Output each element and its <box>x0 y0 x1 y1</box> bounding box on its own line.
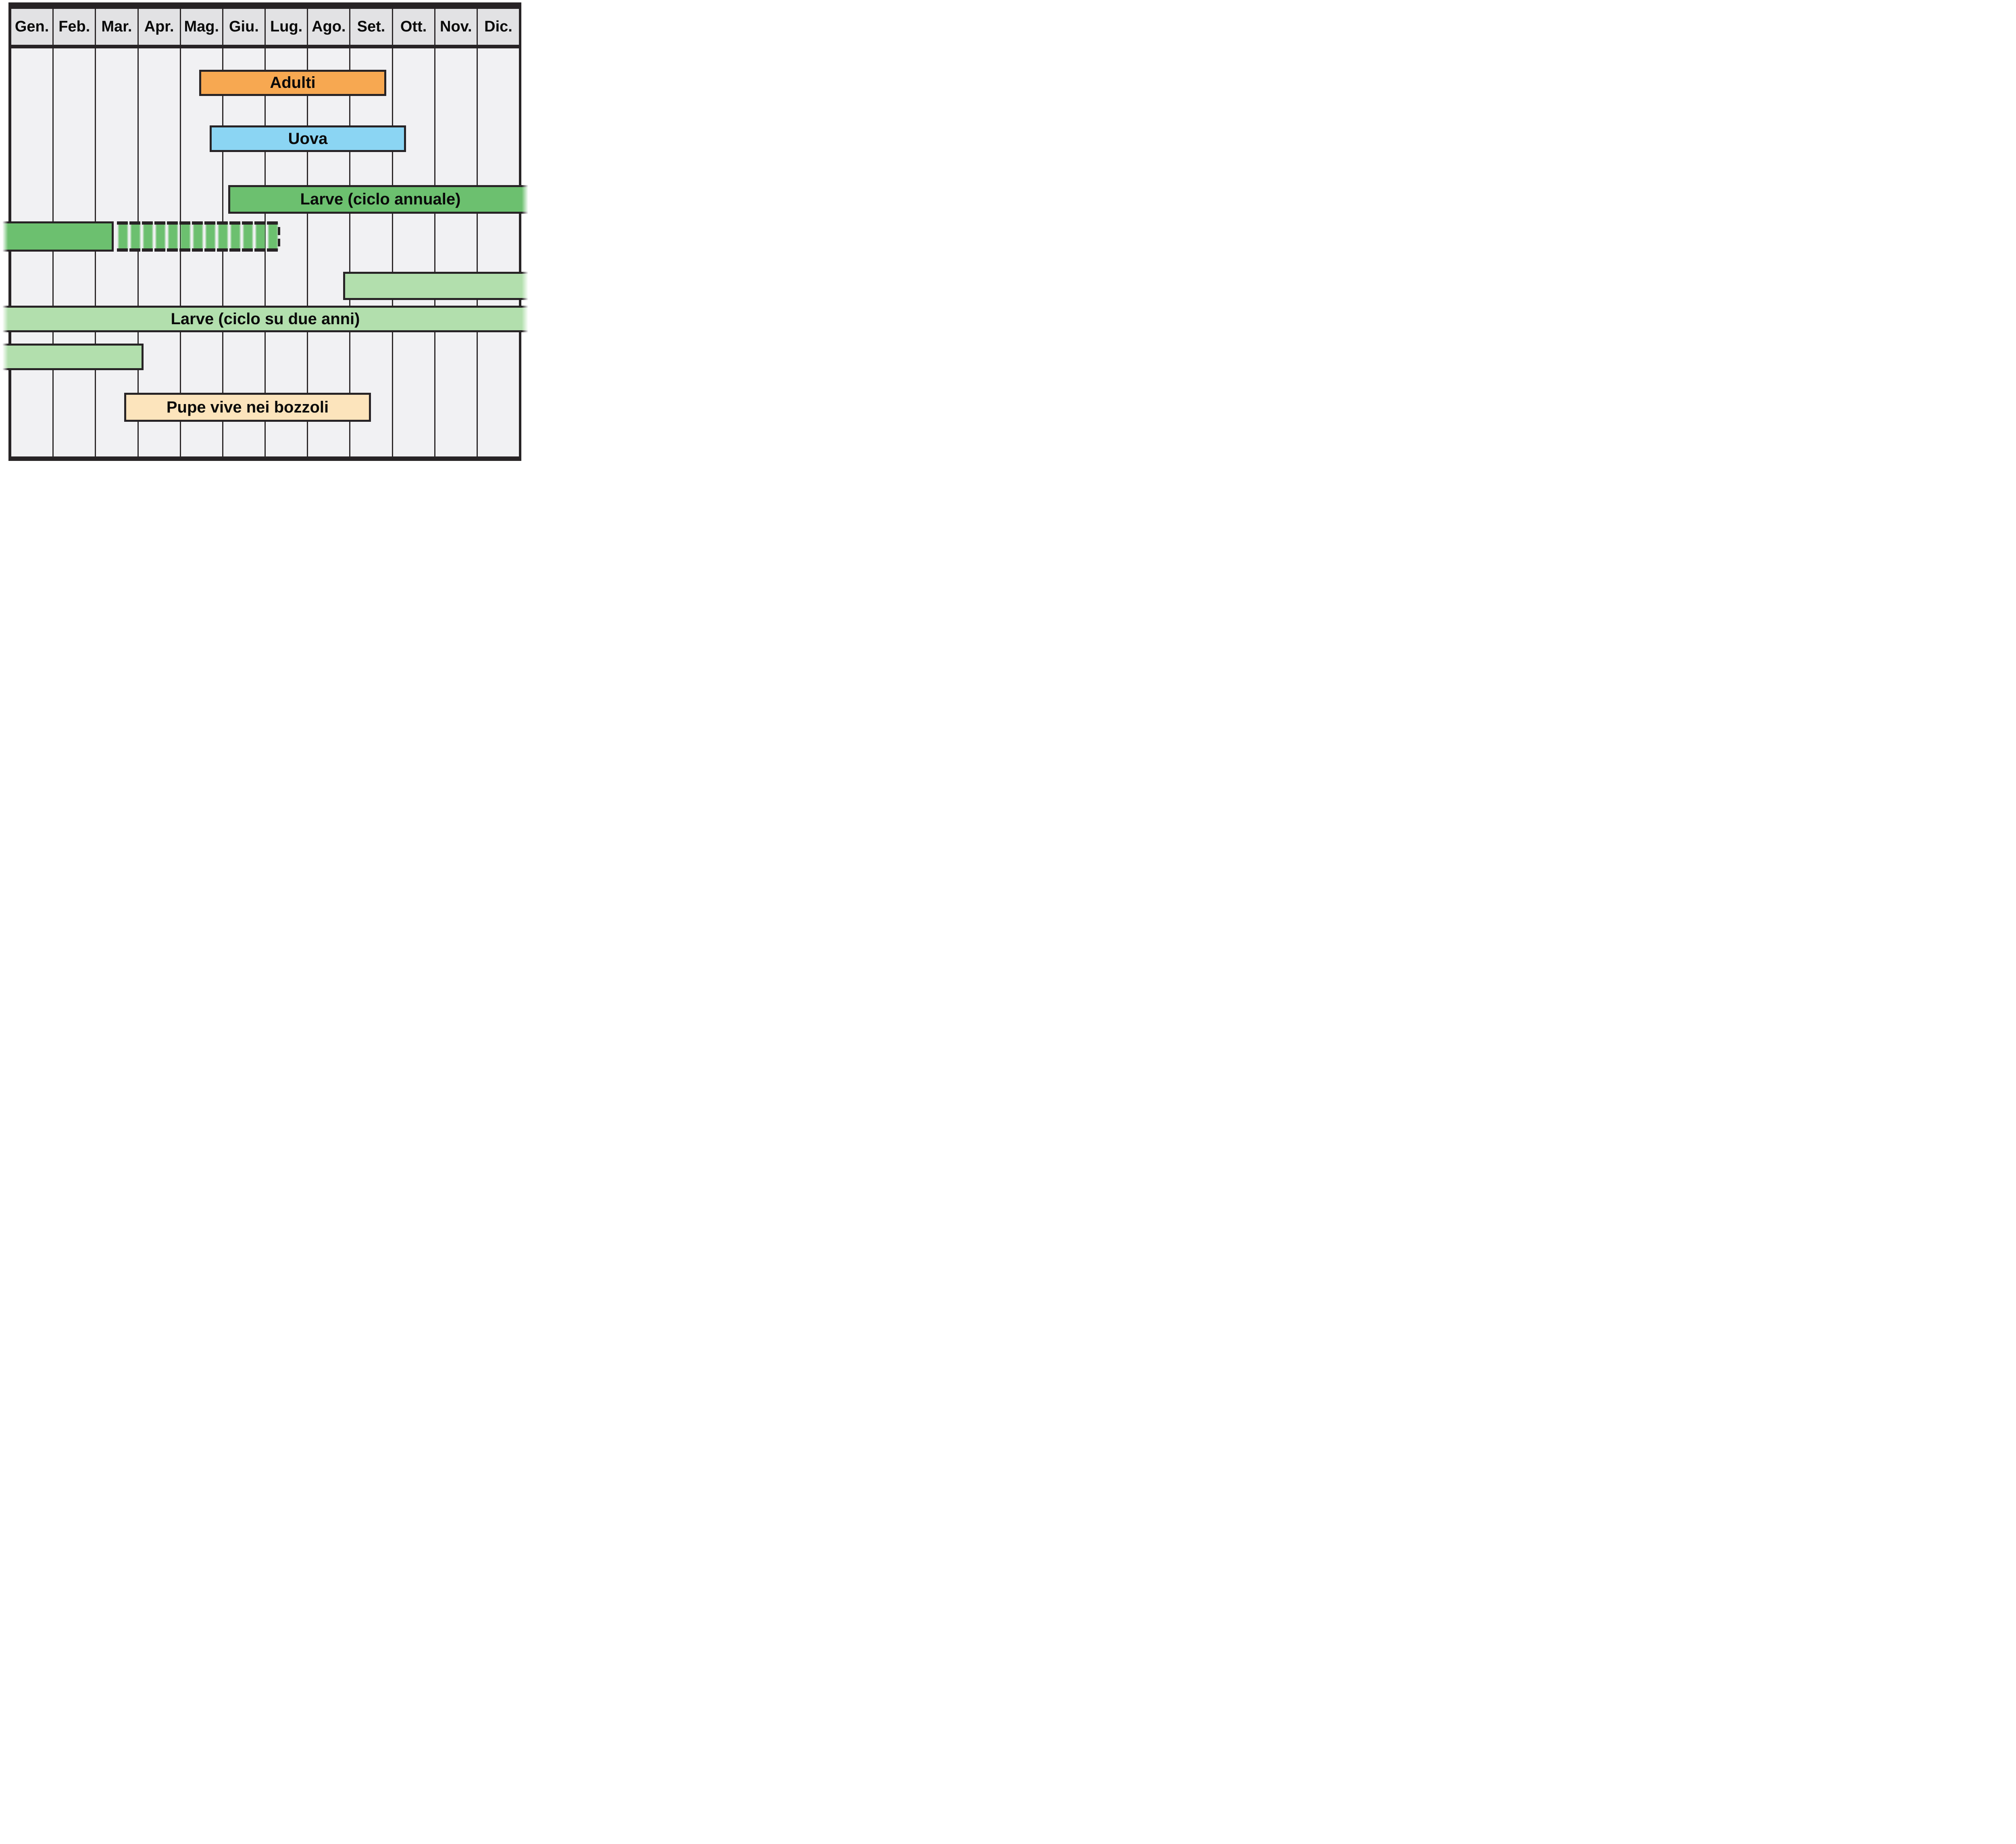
grid-column-mag <box>181 48 223 456</box>
grid-column-apr <box>139 48 181 456</box>
month-header-ago: Ago. <box>308 9 351 45</box>
month-header-giu: Giu. <box>223 9 266 45</box>
larve-due-anni-primavera-bar <box>0 344 144 370</box>
larve-ciclo-due-anni-bar-label: Larve (ciclo su due anni) <box>171 310 360 328</box>
month-header-set: Set. <box>350 9 393 45</box>
grid-column-lug <box>266 48 308 456</box>
grid-column-ago <box>308 48 351 456</box>
month-header-mag: Mag. <box>181 9 223 45</box>
month-header-lug: Lug. <box>266 9 308 45</box>
grid-column-feb <box>54 48 96 456</box>
month-header-apr: Apr. <box>139 9 181 45</box>
larve-ciclo-due-anni-bar: Larve (ciclo su due anni) <box>0 306 531 332</box>
month-header-gen: Gen. <box>11 9 54 45</box>
dashed-bar-top-border <box>117 221 279 225</box>
adulti-bar-label: Adulti <box>270 74 316 92</box>
dashed-bar-right-border <box>278 221 280 252</box>
month-header-ott: Ott. <box>393 9 435 45</box>
month-header-mar: Mar. <box>96 9 139 45</box>
dashed-bar-bottom-border <box>117 248 279 252</box>
larve-ciclo-annuale-continuation-solid-bar <box>0 221 114 252</box>
larve-ciclo-annuale-continuation-dashed-bar <box>117 221 280 252</box>
month-header-nov: Nov. <box>435 9 478 45</box>
month-header-dic: Dic. <box>484 18 512 35</box>
grid-column-giu <box>223 48 266 456</box>
grid-column-set <box>350 48 393 456</box>
grid-column-mar <box>96 48 139 456</box>
life-cycle-timeline-chart: Gen. Feb. Mar. Apr. Mag. Giu. Lug. Ago. … <box>0 0 531 461</box>
uova-bar-label: Uova <box>288 129 328 148</box>
pupe-bar-label: Pupe vive nei bozzoli <box>166 398 329 416</box>
grid-column-nov <box>435 48 478 456</box>
adulti-bar: Adulti <box>199 70 386 96</box>
dashed-bar-stripes <box>117 223 279 250</box>
calendar-grid <box>11 48 519 456</box>
grid-column-gen <box>11 48 54 456</box>
month-header-row: Gen. Feb. Mar. Apr. Mag. Giu. Lug. Ago. … <box>11 9 519 48</box>
month-header-feb: Feb. <box>54 9 96 45</box>
uova-bar: Uova <box>210 125 406 152</box>
larve-ciclo-annuale-bar: Larve (ciclo annuale) <box>228 185 531 214</box>
pupe-bar: Pupe vive nei bozzoli <box>124 393 371 422</box>
larve-ciclo-annuale-bar-label: Larve (ciclo annuale) <box>300 190 461 208</box>
grid-column-ott <box>393 48 435 456</box>
grid-column-dic <box>478 48 519 456</box>
larve-due-anni-autunno-bar <box>343 272 531 300</box>
